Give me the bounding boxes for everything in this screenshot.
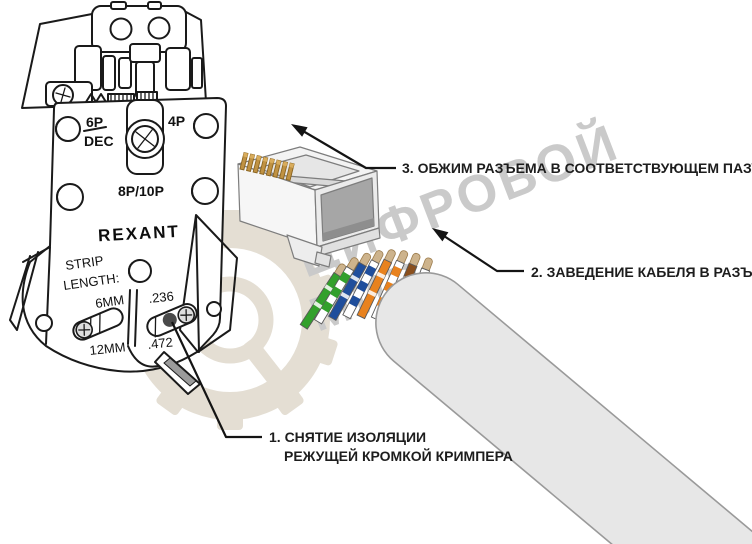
step2-label: 2. ЗАВЕДЕНИЕ КАБЕЛЯ В РАЗЪЕМ	[531, 264, 752, 280]
step1-label-line1: 1. СНЯТИЕ ИЗОЛЯЦИИ	[269, 429, 426, 445]
connector-pin	[246, 153, 256, 173]
connector-pin	[252, 154, 262, 174]
label-236: .236	[148, 288, 175, 306]
label-8p10p: 8P/10P	[118, 183, 164, 199]
tool-head-tab	[147, 1, 162, 10]
connector-pin	[265, 157, 275, 177]
wire-orange	[356, 249, 396, 320]
head-bolt-hole	[109, 17, 133, 41]
tool-bottom-stub	[154, 351, 201, 395]
connector-pin	[259, 156, 269, 176]
label-strip: STRIP	[64, 253, 104, 273]
connector-pin	[272, 159, 282, 179]
step3-label: 3. ОБЖИМ РАЗЪЕМА В СООТВЕТСТВУЮЩЕМ ПАЗУ	[402, 160, 752, 176]
wire-white-green	[313, 257, 359, 325]
arrowhead-step2	[432, 228, 449, 242]
label-472: .472	[147, 334, 174, 352]
tool-head-tab	[110, 1, 127, 10]
label-6p: 6P	[86, 114, 103, 130]
gear-wrench-handle	[242, 338, 293, 398]
cable-jacket	[375, 272, 752, 544]
connector-pin	[285, 162, 295, 182]
plate-holes	[55, 113, 219, 283]
connector-pin	[279, 160, 289, 180]
crimp-dies	[45, 43, 203, 107]
utp-cable	[375, 272, 752, 544]
arrow-step2	[443, 235, 524, 273]
arrowhead-step3	[291, 124, 308, 137]
crimper-tool: 6P DEC 4P 8P/10P REXANT STRIP LENGTH: 6M…	[9, 1, 238, 395]
stripper-slot-6mm	[72, 307, 124, 341]
wire-blue	[327, 252, 372, 322]
connector-latch	[286, 234, 323, 267]
adjustment-screw	[125, 119, 165, 159]
head-bolt-hole	[147, 16, 171, 40]
connector-pins	[239, 151, 295, 182]
leader-step1	[171, 321, 262, 439]
arrow-step3	[302, 130, 396, 170]
connector-opening-shadow	[323, 218, 374, 241]
connector-pin	[239, 151, 249, 171]
annotation-lines	[171, 124, 524, 439]
rexant-logo: REXANT	[98, 222, 181, 245]
rj45-connector	[237, 146, 381, 268]
label-4p: 4P	[168, 113, 185, 129]
label-6mm: 6MM	[94, 292, 125, 311]
stripper-slot-12mm	[146, 303, 198, 338]
wire-white-blue	[342, 250, 384, 320]
step1-label-line2: РЕЖУЩЕЙ КРОМКОЙ КРИМПЕРА	[284, 447, 513, 464]
label-12mm: 12MM	[89, 339, 126, 358]
tool-left-handle	[9, 246, 53, 345]
connector-latch-tab	[314, 251, 332, 268]
tool-plate	[21, 97, 227, 373]
label-dec: DEC	[84, 133, 114, 149]
tool-right-flap	[179, 214, 238, 353]
